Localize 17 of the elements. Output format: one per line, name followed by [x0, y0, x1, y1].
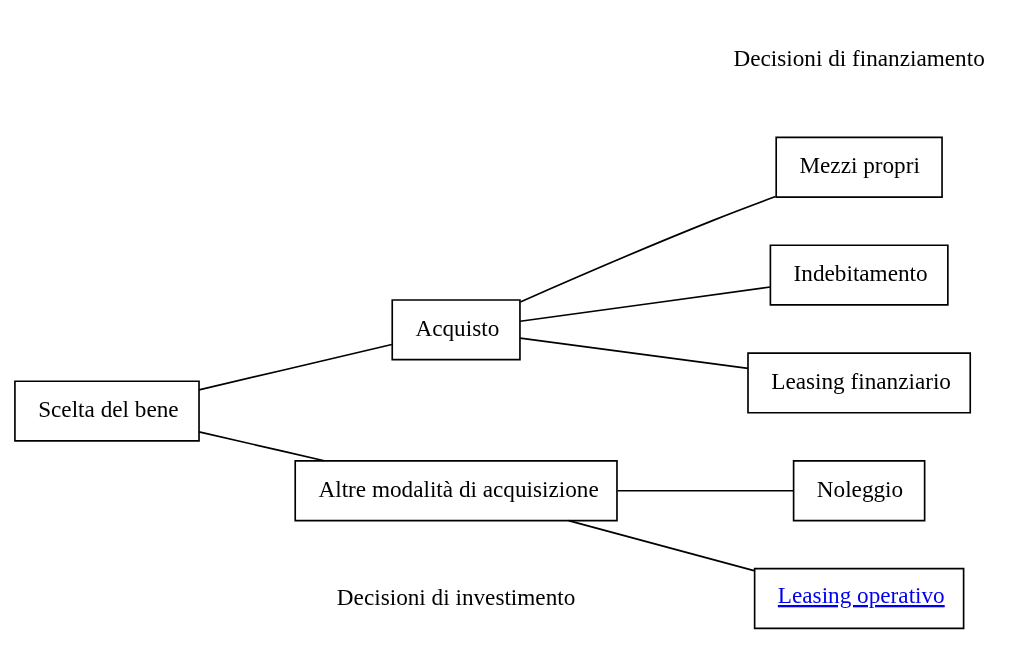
node-box: Mezzi propri [775, 136, 943, 198]
node-box: Altre modalità di acquisizione [294, 459, 618, 521]
node-box: Leasing operativo [753, 567, 965, 629]
connector [567, 519, 755, 571]
connector [616, 489, 795, 492]
connector [519, 195, 777, 303]
node-box: Acquisto [391, 298, 521, 360]
connector [519, 336, 749, 369]
connector [519, 285, 772, 322]
node-box: Noleggio [792, 459, 926, 521]
label: Decisioni di investimento [336, 583, 576, 610]
node-box: Leasing finanziario [747, 351, 972, 414]
connector [198, 430, 326, 462]
node-box: Indebitamento [769, 243, 949, 306]
label: Decisioni di finanziamento [733, 44, 985, 71]
node-box: Scelta del bene [14, 379, 200, 442]
connector [198, 343, 393, 391]
